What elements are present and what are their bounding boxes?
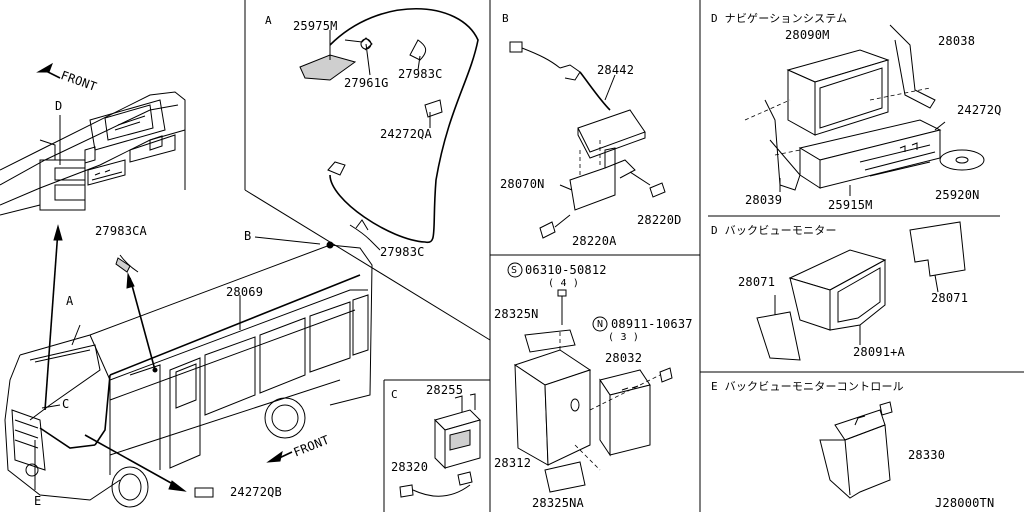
part-24272q: 24272Q xyxy=(957,103,1002,117)
section-a-antenna xyxy=(299,7,479,251)
nut-qty: ( 3 ) xyxy=(608,332,640,343)
part-27983c-top: 27983C xyxy=(398,67,443,81)
part-24272qb: 24272QB xyxy=(230,485,282,499)
part-28320: 28320 xyxy=(391,460,429,474)
section-d-back-title: D バックビューモニター xyxy=(711,224,837,237)
part-28038: 28038 xyxy=(938,34,976,48)
part-28070n: 28070N xyxy=(500,177,545,191)
part-25975m: 25975M xyxy=(293,19,338,33)
section-d-back-monitor xyxy=(756,221,966,361)
part-28325n: 28325N xyxy=(494,307,539,321)
part-25915m: 25915M xyxy=(828,198,873,212)
part-28325na: 28325NA xyxy=(532,496,584,510)
callout-e: E xyxy=(34,494,42,508)
section-c-relay xyxy=(399,393,481,498)
part-27983c-bottom: 27983C xyxy=(380,245,425,259)
part-28330: 28330 xyxy=(908,448,946,462)
part-28032: 28032 xyxy=(605,351,643,365)
diagram-id: J28000TN xyxy=(935,496,995,510)
section-d-navigation xyxy=(744,24,985,196)
callout-b: B xyxy=(244,229,252,243)
part-28091a: 28091+A xyxy=(853,345,905,359)
part-28090m: 28090M xyxy=(785,28,830,42)
section-b2-unit xyxy=(507,262,673,493)
part-28039: 28039 xyxy=(745,193,783,207)
dashboard-illustration xyxy=(0,62,186,216)
bolt-s-marker: S xyxy=(511,265,518,276)
part-28220a: 28220A xyxy=(572,234,617,248)
section-b-title: B xyxy=(502,12,509,25)
part-28071-left: 28071 xyxy=(738,275,776,289)
callout-d: D xyxy=(55,99,63,113)
nut-code: 08911-10637 xyxy=(611,317,693,331)
part-28220d: 28220D xyxy=(637,213,682,227)
section-e-title: E バックビューモニターコントロール xyxy=(711,380,904,393)
nut-n-marker: N xyxy=(597,319,604,330)
section-b-module xyxy=(509,41,666,239)
part-27983ca: 27983CA xyxy=(95,224,147,238)
part-28255: 28255 xyxy=(426,383,464,397)
part-28312: 28312 xyxy=(494,456,532,470)
section-d-nav-title: D ナビゲーションシステム xyxy=(711,12,848,25)
section-c-title: C xyxy=(391,388,398,401)
section-a-title: A xyxy=(265,14,272,27)
part-28069: 28069 xyxy=(226,285,264,299)
part-28071-right: 28071 xyxy=(931,291,969,305)
bolt-code: 06310-50812 xyxy=(525,263,607,277)
bus-illustration xyxy=(4,224,373,508)
part-28442: 28442 xyxy=(597,63,635,77)
callout-c: C xyxy=(62,397,70,411)
part-27961g: 27961G xyxy=(344,76,389,90)
part-24272qa: 24272QA xyxy=(380,127,432,141)
bolt-qty: ( 4 ) xyxy=(548,278,580,289)
part-25920n: 25920N xyxy=(935,188,980,202)
section-e-control xyxy=(819,401,893,499)
callout-a: A xyxy=(66,294,74,308)
panel-borders xyxy=(244,0,1024,512)
